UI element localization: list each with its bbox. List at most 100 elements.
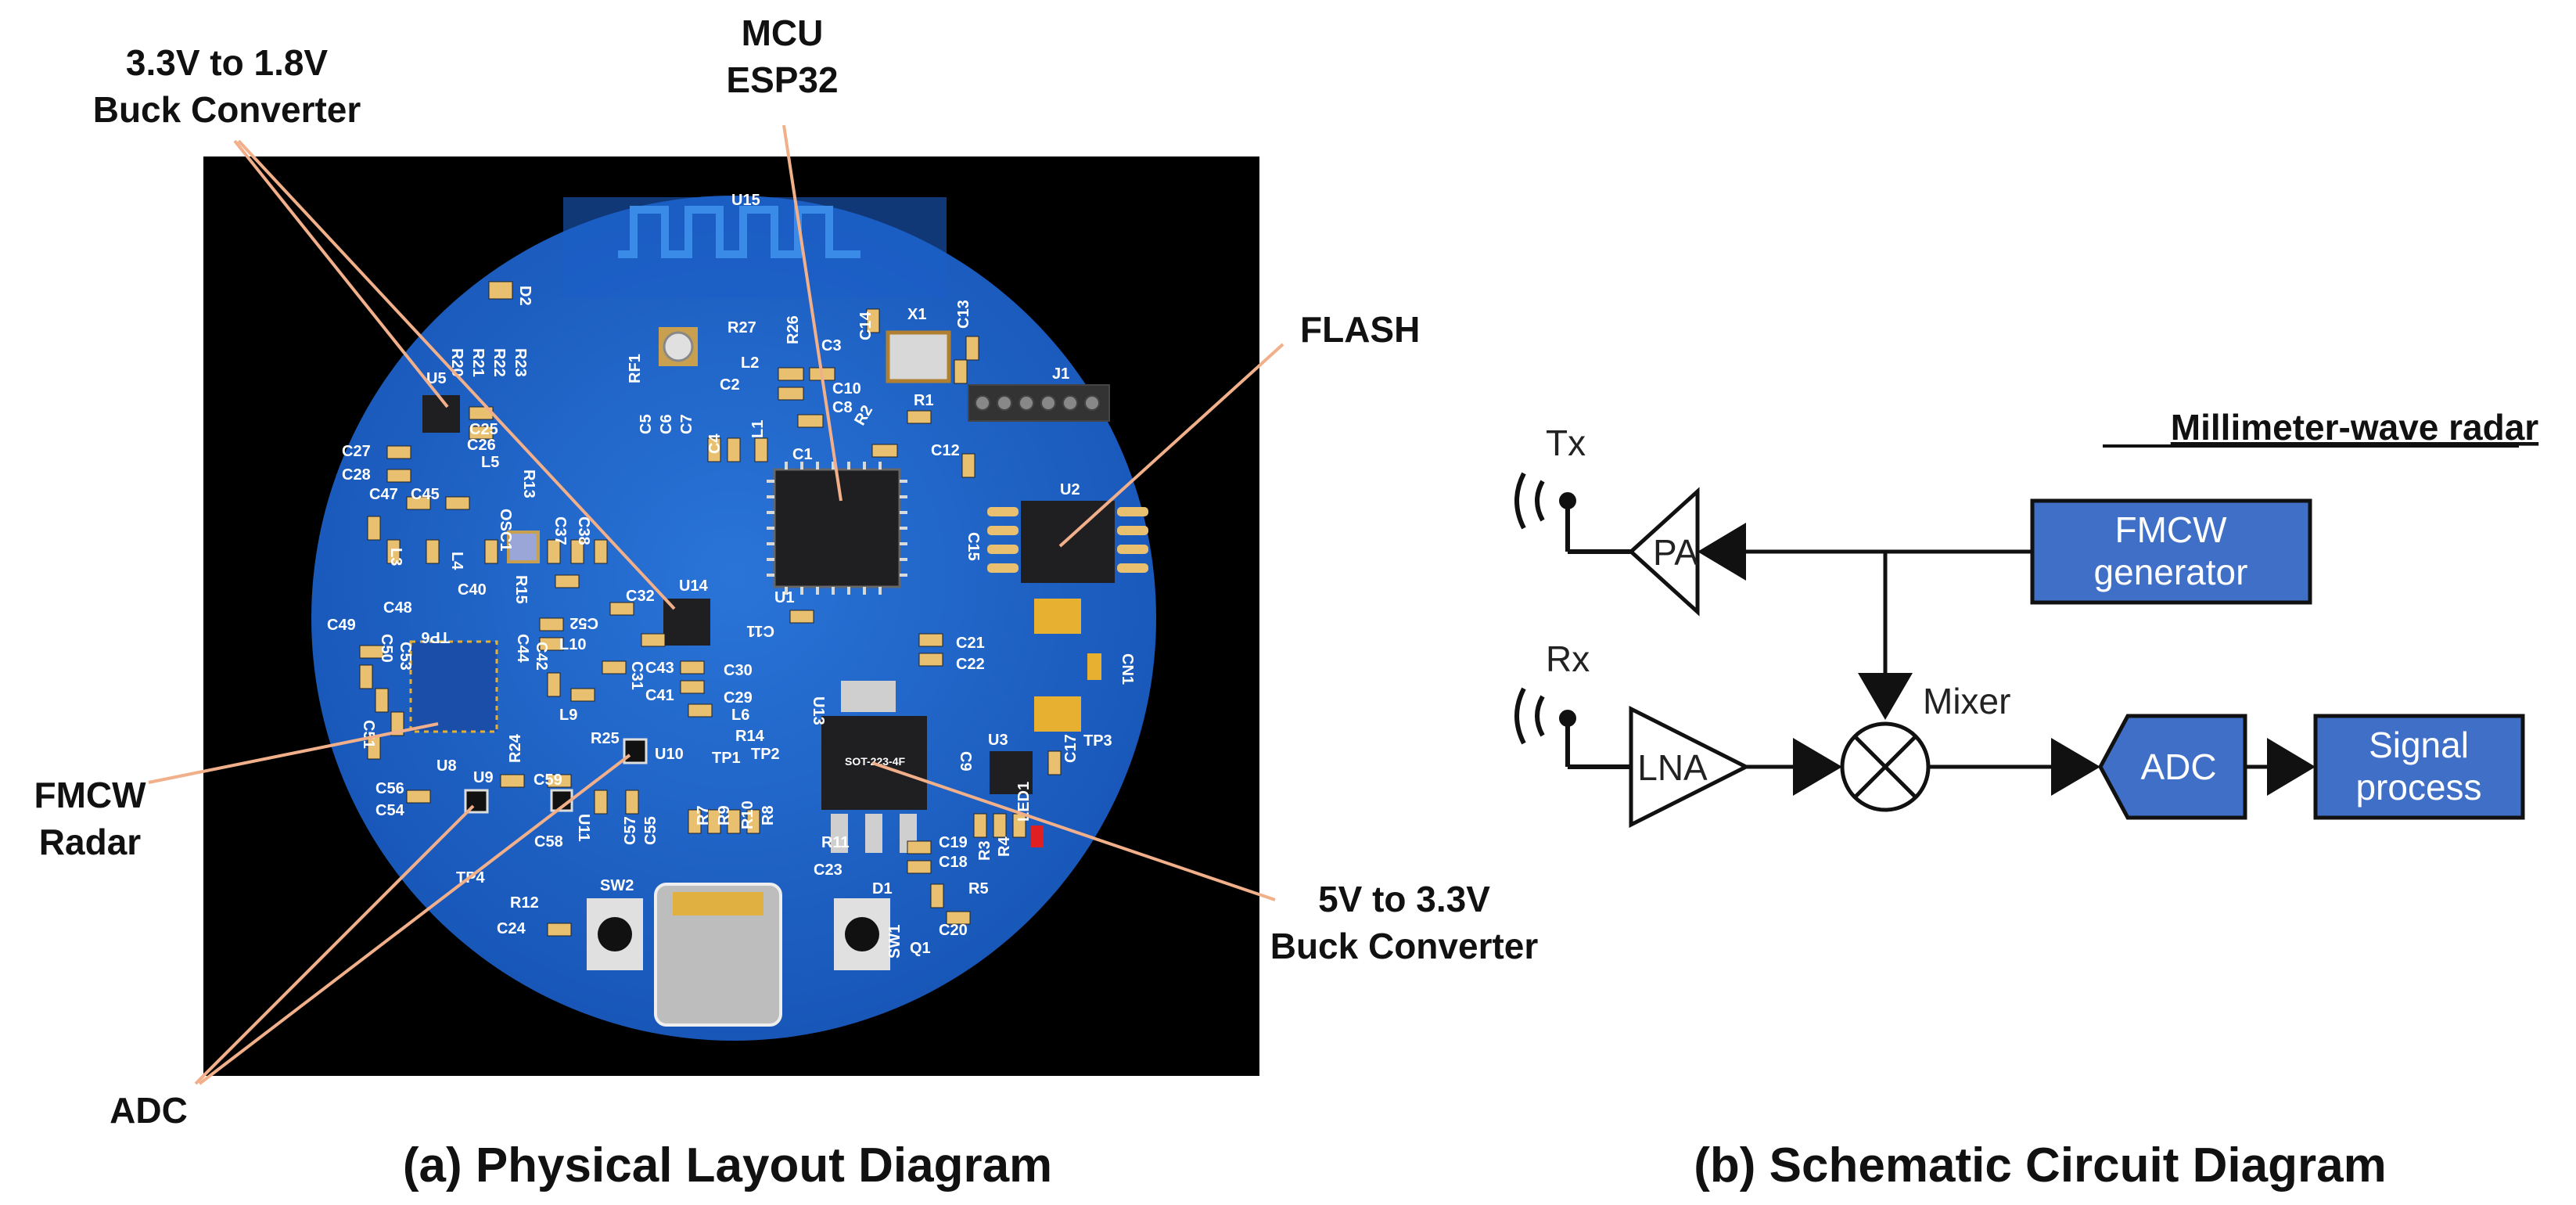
silk-x1: X1 [907,306,926,323]
silk-j1: J1 [1052,365,1069,383]
silk-r10: R10 [739,800,756,829]
silk-l10: L10 [559,636,586,653]
silk-c27: C27 [342,443,371,460]
silk-l2: L2 [741,354,759,372]
arrow-to-signal [2267,738,2316,796]
silk-sw1: SW1 [886,925,904,959]
silk-c13: C13 [955,300,972,329]
silk-c53: C53 [397,642,414,671]
cn1-connector [1034,599,1101,732]
silk-r24: R24 [507,733,524,763]
arrow-to-pa [1698,523,1746,581]
flash-chip [987,501,1148,583]
silk-c29: C29 [724,689,753,707]
signal-process-block [2313,714,2525,820]
silk-c56: C56 [375,780,404,797]
silk-c7: C7 [678,414,695,434]
silk-c42: C42 [533,642,550,671]
silk-r23: R23 [512,348,529,377]
callout-buck33-line2: Buck Converter [1270,926,1539,966]
silk-u14: U14 [679,577,709,595]
callout-adc: ADC [110,1090,188,1131]
silk-l4: L4 [448,552,465,570]
leader-mcu [782,124,842,502]
silk-c31: C31 [628,661,645,690]
label-rx: Rx [1546,638,1590,679]
label-pa: PA [1653,532,1698,573]
silk-c8: C8 [832,399,853,416]
label-adc: ADC [2140,746,2216,787]
silk-c51: C51 [360,720,377,749]
silk-d1: D1 [872,880,893,897]
silk-l5: L5 [481,454,499,471]
callout-mcu-line2: ESP32 [726,59,838,100]
silk-c19: C19 [939,834,968,851]
silk-tp1: TP1 [712,750,741,767]
callout-fmcw-line1: FMCW [34,775,146,815]
silk-c21: C21 [956,635,985,652]
silk-u13: U13 [810,696,827,725]
silk-sw2: SW2 [600,877,634,894]
silk-c20: C20 [939,922,968,939]
silk-c2: C2 [720,376,740,394]
silk-c57: C57 [622,816,639,845]
silk-osc1: OSC1 [497,509,514,551]
sw2-switch [587,898,643,970]
silk-c11: C11 [746,622,774,639]
callout-fmcw-line2: Radar [39,822,141,862]
schematic: Millimeter-wave radar Tx PA FMCW generat… [1514,407,2538,829]
silk-r12: R12 [510,894,539,912]
silk-r15: R15 [512,575,530,604]
silk-u5: U5 [426,370,447,387]
caption-b: (b) Schematic Circuit Diagram [1694,1138,2386,1192]
silk-c17: C17 [1062,734,1080,763]
callout-mcu-line1: MCU [742,13,824,53]
silk-c26: C26 [467,437,496,454]
silk-c25: C25 [469,421,498,438]
silk-r22: R22 [490,348,508,377]
leader-lines [148,124,1284,1085]
leader-buck33 [871,761,1276,901]
fmcw-radar-chip [409,640,498,733]
silk-tp6: TP6 [421,628,450,646]
silk-c49: C49 [327,617,356,634]
label-lna: LNA [1637,747,1708,788]
rf-connector [659,327,698,366]
silk-u11: U11 [575,814,592,842]
callout-buck18-line2: Buck Converter [93,89,361,130]
lna-amplifier [1629,705,1751,829]
silk-c6: C6 [658,414,675,434]
led1 [1031,826,1044,847]
label-fmcw-line1: FMCW [2114,509,2227,550]
silk-c40: C40 [458,581,487,599]
silk-r4: R4 [996,836,1013,857]
silk-c10: C10 [832,380,861,397]
callout-buck33-line1: 5V to 3.3V [1318,879,1490,919]
pcb-board [311,196,1156,1041]
callout-labels: 3.3V to 1.8V Buck Converter MCU ESP32 FL… [34,13,1538,1131]
leader-buck18-b [237,139,676,610]
label-signal-line2: process [2355,767,2481,808]
sw1-switch [834,898,890,970]
j1-header [968,384,1110,422]
antenna-trace [618,206,860,258]
silk-c24: C24 [497,920,526,937]
silk-c18: C18 [939,854,968,871]
silk-cn1: CN1 [1119,653,1136,685]
fmcw-generator-block [2030,498,2312,605]
leader-fmcw [148,722,439,784]
silk-u1: U1 [774,589,795,606]
silk-u13-part: SOT-223-4F [845,755,905,768]
silk-c32: C32 [626,588,655,605]
silk-r5: R5 [968,880,989,897]
silk-u8: U8 [437,757,457,775]
leader-adc-a [194,804,475,1085]
silk-c48: C48 [383,599,412,617]
silk-c50: C50 [378,634,395,663]
silk-c3: C3 [821,337,842,354]
silk-c52: C52 [569,614,598,631]
silk-c37: C37 [551,516,569,545]
label-signal-line1: Signal [2369,725,2469,765]
silk-r8: R8 [760,805,777,826]
arrow-to-adc [2051,738,2100,796]
